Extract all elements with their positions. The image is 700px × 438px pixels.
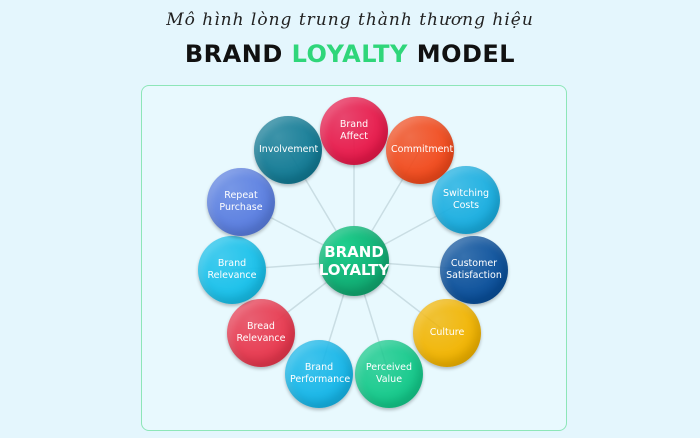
node-repeat-purchase: Repeat Purchase — [207, 168, 275, 236]
subtitle: Mô hình lòng trung thành thương hiệu — [166, 10, 534, 30]
node-label: Culture — [429, 327, 465, 338]
node-label: Customer Satisfaction — [446, 258, 502, 281]
node-culture: Culture — [413, 299, 481, 367]
title-loyalty: LOYALTY — [291, 40, 408, 68]
page-title: BRAND LOYALTY MODEL — [0, 40, 700, 68]
node-label: Brand Affect — [339, 119, 369, 142]
node-perceived-value: Perceived Value — [355, 340, 423, 408]
title-model: MODEL — [416, 40, 516, 68]
node-label: Commitment — [391, 144, 454, 155]
node-brand-performance: Brand Performance — [285, 340, 353, 408]
node-customer-satisfaction: Customer Satisfaction — [440, 236, 508, 304]
node-bread-relevance: Bread Relevance — [227, 299, 295, 367]
title-brand: BRAND — [184, 40, 283, 68]
center-line2: LOYALTY — [318, 261, 390, 279]
node-involvement: Involvement — [254, 116, 322, 184]
node-label: Perceived Value — [365, 362, 413, 385]
node-commitment: Commitment — [386, 116, 454, 184]
node-label: Involvement — [259, 144, 319, 155]
node-label: Switching Costs — [442, 188, 490, 211]
node-label: Brand Relevance — [207, 258, 257, 281]
node-brand-relevance: Brand Relevance — [198, 236, 266, 304]
center-line1: BRAND — [324, 243, 384, 261]
node-label: Brand Performance — [290, 362, 351, 385]
node-brand-affect: Brand Affect — [320, 97, 388, 165]
node-label: Bread Relevance — [236, 321, 286, 344]
node-switching-costs: Switching Costs — [432, 166, 500, 234]
node-label: Repeat Purchase — [219, 190, 263, 213]
